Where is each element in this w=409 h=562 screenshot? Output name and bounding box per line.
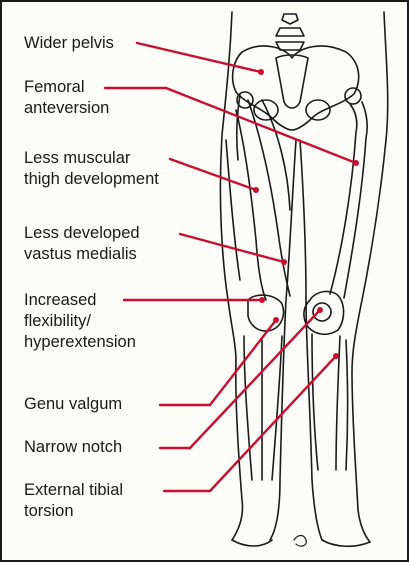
- label-narrow-notch: Narrow notch: [24, 437, 122, 458]
- knee-right: [304, 291, 344, 334]
- label-flexibility-line1: Increased: [24, 290, 96, 311]
- leader-vastus-medialis: [180, 234, 284, 262]
- leader-femoral-anteversion-b: [166, 88, 356, 163]
- leader-dot-vastus-medialis: [281, 259, 287, 265]
- leader-dot-less-muscular: [253, 187, 259, 193]
- label-less-muscular-line1: Less muscular: [24, 148, 130, 169]
- leader-narrow-notch-b: [190, 310, 320, 448]
- label-tibial-torsion-line1: External tibial: [24, 480, 123, 501]
- leader-less-muscular: [170, 159, 256, 190]
- artist-signature: [294, 536, 306, 547]
- tibia-right: [312, 334, 348, 470]
- label-femoral-anteversion-line2: anteversion: [24, 98, 109, 119]
- foot-left: [232, 540, 272, 546]
- leader-dot-tibial-torsion: [333, 353, 339, 359]
- spine: [276, 14, 304, 50]
- pelvis: [233, 46, 359, 130]
- obturator-left: [254, 100, 278, 120]
- label-vastus-medialis-line1: Less developed: [24, 223, 140, 244]
- label-vastus-medialis-line2: vastus medialis: [24, 244, 137, 265]
- label-flexibility-line2: flexibility/: [24, 311, 91, 332]
- sacrum: [276, 55, 308, 108]
- label-wider-pelvis: Wider pelvis: [24, 33, 114, 54]
- leader-dot-wider-pelvis: [258, 69, 264, 75]
- leader-wider-pelvis: [137, 43, 261, 72]
- label-tibial-torsion-line2: torsion: [24, 501, 74, 522]
- leader-dot-flexibility: [259, 297, 265, 303]
- femoral-head-right: [345, 88, 361, 104]
- leader-dot-genu-valgum: [273, 317, 279, 323]
- foot-right: [322, 540, 370, 546]
- leader-dot-narrow-notch: [317, 307, 323, 313]
- obturator-right: [306, 100, 330, 120]
- label-less-muscular-line2: thigh development: [24, 169, 159, 190]
- label-genu-valgum: Genu valgum: [24, 394, 122, 415]
- inner-leg-right: [300, 140, 322, 540]
- leader-dot-femoral-anteversion: [353, 160, 359, 166]
- femur-right: [330, 102, 367, 298]
- body-outline-right: [352, 12, 388, 542]
- label-flexibility-line3: hyperextension: [24, 332, 136, 353]
- label-femoral-anteversion-line1: Femoral: [24, 77, 85, 98]
